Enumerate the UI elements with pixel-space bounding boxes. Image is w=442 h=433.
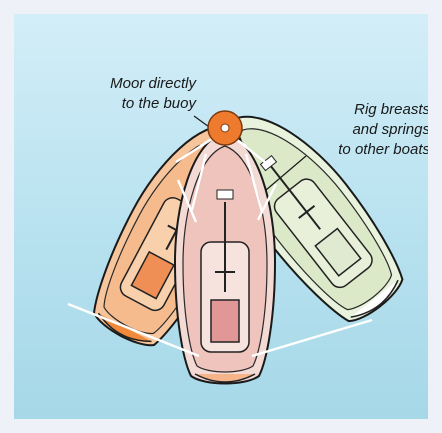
moor-annotation-line1: Moor directly <box>86 74 196 94</box>
rig-annotation-line2: and springs <box>300 120 428 140</box>
rig-annotation-line1: Rig breasts <box>300 100 428 120</box>
moor-annotation: Moor directly to the buoy <box>86 74 196 114</box>
moor-annotation-line2: to the buoy <box>86 94 196 114</box>
rig-annotation: Rig breasts and springs to other boats <box>300 100 428 160</box>
diagram-panel: Moor directly to the buoy Rig breasts an… <box>14 14 428 419</box>
mooring-diagram <box>14 14 428 419</box>
buoy-icon <box>208 111 242 145</box>
rig-annotation-line3: to other boats <box>300 140 428 160</box>
